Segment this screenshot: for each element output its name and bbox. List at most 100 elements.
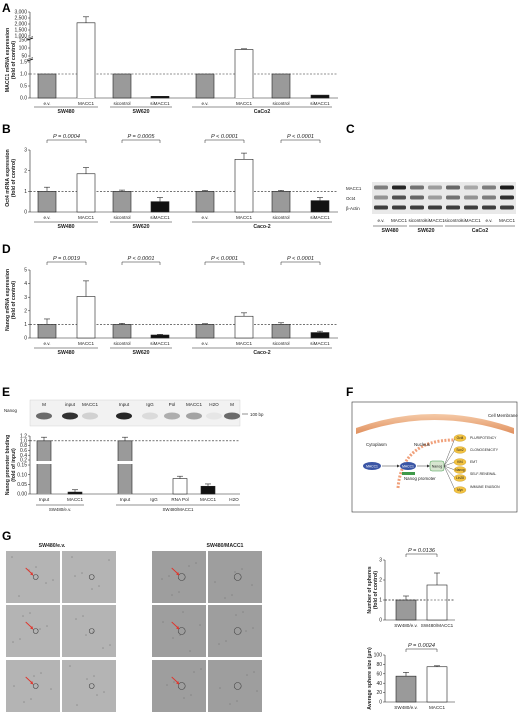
p-value: P < 0.0001: [127, 256, 154, 262]
texture-speck: [30, 698, 32, 700]
texture-speck: [109, 644, 111, 646]
blot-row-label: Oct4: [346, 196, 356, 201]
significance-bracket: [46, 139, 87, 143]
texture-speck: [231, 594, 233, 596]
blot-band: [446, 185, 460, 190]
target-arrow: [443, 465, 456, 491]
category-label: e.v.: [201, 341, 208, 346]
blot-band: [482, 195, 496, 200]
sphere: [88, 574, 95, 580]
texture-speck: [40, 672, 42, 674]
texture-speck: [108, 559, 110, 561]
blot-lane-label: MACC1: [391, 218, 408, 223]
panel-label-a: A: [2, 1, 11, 15]
blot-row-label: MACC1: [346, 186, 362, 191]
y-tick-label: 0.5: [20, 84, 27, 90]
ylabel-d: Nanog mRNA expression(fold of control): [5, 269, 17, 331]
texture-speck: [241, 568, 243, 570]
y-tick-label: 1: [24, 189, 27, 195]
macc1-protein: [363, 462, 381, 470]
target-arrow: [443, 437, 456, 467]
texture-speck: [188, 565, 190, 567]
bar: [310, 200, 330, 213]
texture-speck: [85, 634, 87, 636]
gel-band: [186, 412, 202, 420]
bar: [150, 96, 170, 99]
blot-band: [428, 195, 442, 200]
texture-speck: [98, 585, 100, 587]
y-tick-label: 0.15: [17, 463, 27, 469]
group-label: SW620: [132, 350, 149, 356]
microscopy-tile: [208, 660, 262, 712]
size-marker-label: 100 bp: [250, 412, 264, 417]
blot-lane-label: sicontrol: [444, 218, 461, 223]
y-tick-label: 80: [376, 662, 382, 668]
blot-band: [500, 185, 514, 190]
nucleus-label: Nucleus: [414, 442, 431, 447]
sphere: [32, 574, 39, 580]
bar: [36, 440, 52, 494]
y-tick-label: 1.5: [20, 60, 27, 66]
ylabel-e: Nanog promoter binding(fold of input): [5, 435, 17, 496]
group-label: CaCo2: [254, 109, 271, 115]
blot-band: [482, 185, 496, 190]
category-label: siMACC1: [150, 101, 170, 106]
blot-band: [500, 195, 514, 200]
diagram-frame: [351, 401, 518, 513]
blot-band: [392, 195, 406, 200]
texture-speck: [50, 688, 52, 690]
red-arrow-head: [30, 572, 34, 576]
texture-speck: [35, 566, 37, 568]
texture-speck: [172, 637, 174, 639]
category-label: MACC1: [429, 705, 446, 710]
gel-lane-label: H2O: [209, 402, 219, 407]
gel-row-label: Nanog: [4, 408, 17, 413]
category-label: Input: [120, 497, 131, 502]
texture-speck: [75, 618, 77, 620]
category-label: e.v.: [201, 101, 208, 106]
panel-label-g: G: [2, 529, 11, 543]
bar: [426, 584, 448, 621]
blot-band: [482, 205, 496, 210]
y-tick-label: 0.0: [20, 96, 27, 102]
axis-break-mark: [26, 58, 34, 62]
bar: [37, 191, 57, 213]
bar: [271, 73, 291, 99]
category-label: siMACC1: [310, 101, 330, 106]
group-label: SW480: [57, 350, 74, 356]
red-arrow-head: [30, 681, 34, 685]
arrow-2-head: [427, 464, 430, 468]
category-label: SW480/e.v.: [394, 623, 417, 628]
gel-lane-label: Pol: [169, 402, 176, 407]
p-value: P < 0.0001: [287, 134, 314, 140]
bar: [37, 73, 57, 99]
sphere: [88, 628, 95, 634]
texture-speck: [45, 582, 47, 584]
target-gene-label: Nanog: [455, 468, 465, 472]
texture-speck: [161, 578, 163, 580]
y-tick-label: 40: [376, 681, 382, 687]
texture-speck: [18, 595, 20, 597]
outcome-label: CLONOGENICITY: [470, 448, 499, 452]
gel-band: [82, 412, 98, 420]
bar: [76, 296, 96, 339]
microscopy-tile: [208, 551, 262, 603]
category-label: siMACC1: [150, 341, 170, 346]
texture-speck: [76, 704, 78, 706]
blot-lane-label: siMACC1: [461, 218, 481, 223]
p-value: P = 0.0019: [53, 256, 80, 262]
texture-speck: [23, 701, 25, 703]
gel-band: [142, 412, 158, 420]
bar: [112, 73, 132, 99]
y-tick-label: 0.05: [17, 482, 27, 488]
bar: [150, 201, 170, 213]
texture-speck: [251, 584, 253, 586]
y-tick-label: 0.2: [20, 458, 27, 464]
bar: [76, 173, 96, 213]
target-gene-node: [453, 446, 467, 454]
category-label: MACC1: [236, 215, 253, 220]
y-axis-title: Number of spheres(fold of control): [367, 566, 379, 613]
texture-speck: [225, 640, 227, 642]
blot-band: [464, 185, 478, 190]
